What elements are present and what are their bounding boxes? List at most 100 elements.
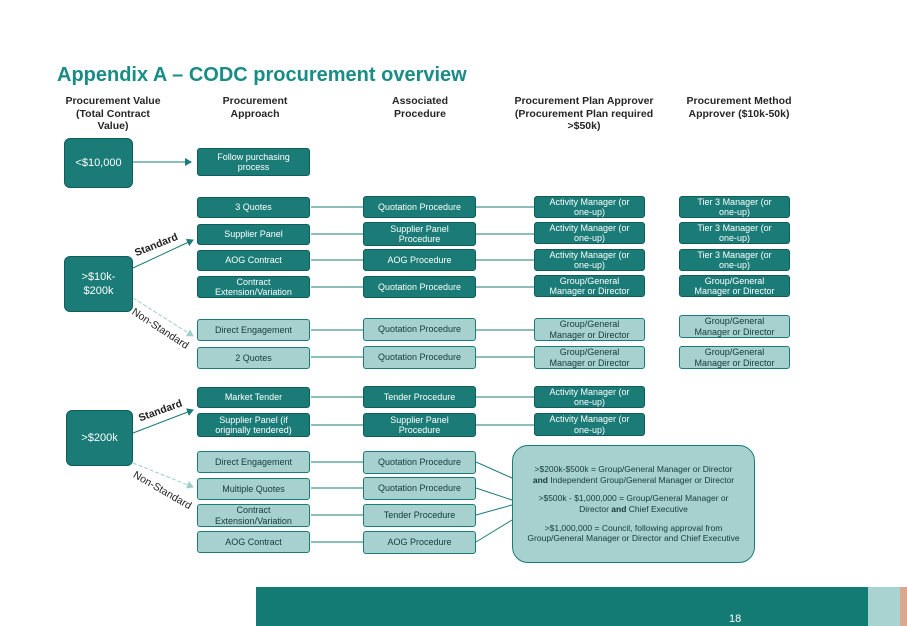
- arrow-line: [132, 462, 194, 489]
- note-line: >$500k - $1,000,000 = Group/General Mana…: [523, 493, 744, 514]
- box-line: process: [237, 162, 270, 172]
- header-procurement-approach: Procurement Approach: [200, 95, 310, 120]
- box-line: Tier 3 Manager (or: [697, 249, 772, 260]
- approval-thresholds-note: >$200k-$500k = Group/General Manager or …: [512, 445, 755, 563]
- box-line: AOG Procedure: [387, 537, 452, 548]
- box-line: Group/General: [559, 275, 620, 286]
- box-line: Quotation Procedure: [377, 457, 462, 468]
- box-line: Quotation Procedure: [377, 352, 462, 363]
- box-line: Group/General: [559, 347, 620, 357]
- box-line: Tier 3 Manager (or: [697, 196, 772, 207]
- box-line: Group/General: [704, 316, 765, 326]
- note-text: Independent Group/General Manager or Dir…: [547, 474, 735, 485]
- box-line: 2 Quotes: [235, 352, 272, 363]
- note-text: >$200k-$500k = Group/General Manager or …: [534, 464, 733, 475]
- approach-3-quotes: 3 Quotes: [197, 197, 310, 218]
- header-line: Procurement Plan Approver: [514, 95, 654, 107]
- box-line: Procedure: [398, 234, 441, 244]
- box-line: one-up): [718, 233, 750, 243]
- approach-aog-contract: AOG Contract: [197, 531, 310, 553]
- header-procurement-value: Procurement Value (Total Contract Value): [52, 95, 174, 133]
- procedure-tender: Tender Procedure: [363, 504, 476, 527]
- header-method-approver: Procurement Method Approver ($10k-50k): [674, 95, 804, 120]
- box-line: AOG Contract: [225, 536, 282, 547]
- box-line: Market Tender: [224, 392, 283, 403]
- procedure-aog: AOG Procedure: [363, 249, 476, 271]
- box-line: Extension/Variation: [215, 287, 292, 297]
- footer-bar: [256, 587, 868, 626]
- box-line: Manager or Director: [694, 286, 775, 296]
- footer-accent: [868, 587, 900, 626]
- procedure-quotation: Quotation Procedure: [363, 276, 476, 298]
- box-line: one-up): [718, 207, 750, 217]
- box-line: Quotation Procedure: [377, 281, 462, 292]
- value-box-under-10k: <$10,000: [64, 138, 133, 188]
- approach-direct-engagement: Direct Engagement: [197, 319, 310, 341]
- box-line: Manager or Director: [549, 357, 630, 368]
- procedure-quotation: Quotation Procedure: [363, 477, 476, 500]
- box-line: Extension/Variation: [215, 515, 292, 526]
- note-text: >$500k - $1,000,000 = Group/General Mana…: [538, 493, 729, 514]
- procedure-quotation: Quotation Procedure: [363, 318, 476, 341]
- box-line: Procedure: [398, 425, 441, 435]
- header-line: (Total Contract: [76, 107, 150, 120]
- box-line: Quotation Procedure: [377, 324, 462, 335]
- note-line: >$1,000,000 = Council, following approva…: [523, 523, 744, 544]
- footer-accent: [900, 587, 907, 626]
- box-line: one-up): [718, 260, 750, 270]
- approach-direct-engagement: Direct Engagement: [197, 451, 310, 473]
- note-bold: and: [611, 504, 627, 514]
- box-line: Tender Procedure: [383, 510, 456, 521]
- procedure-quotation: Quotation Procedure: [363, 451, 476, 474]
- box-line: Activity Manager (or: [549, 222, 630, 233]
- box-line: Manager or Director: [694, 357, 775, 368]
- header-line: Approach: [230, 107, 280, 120]
- box-line: Group/General: [704, 275, 765, 286]
- box-line: AOG Contract: [225, 255, 282, 266]
- note-text: Chief Executive: [626, 504, 688, 514]
- box-line: Manager or Director: [549, 329, 630, 340]
- box-line: Direct Engagement: [214, 456, 293, 467]
- box-line: 3 Quotes: [235, 202, 272, 213]
- row-line: [475, 461, 513, 479]
- box-line: Tier 3 Manager (or: [697, 222, 772, 233]
- box-line: one-up): [573, 397, 606, 407]
- header-line: Procurement Value: [65, 95, 161, 107]
- header-line: Approver ($10k-50k): [688, 107, 790, 120]
- box-line: Activity Manager (or: [549, 386, 630, 397]
- approach-market-tender: Market Tender: [197, 387, 310, 408]
- box-line: Activity Manager (or: [549, 249, 630, 260]
- arrow-line: [132, 238, 194, 269]
- value-box-10k-200k: >$10k-$200k: [64, 256, 133, 312]
- box-line: Contract: [236, 505, 271, 515]
- box-line: Direct Engagement: [214, 324, 293, 335]
- procedure-quotation: Quotation Procedure: [363, 196, 476, 218]
- row-line: [475, 504, 513, 516]
- header-associated-procedure: Associated Procedure: [364, 95, 476, 120]
- box-line: Manager or Director: [694, 326, 775, 337]
- approach-aog-contract: AOG Contract: [197, 250, 310, 271]
- note-line: >$200k-$500k = Group/General Manager or …: [523, 464, 744, 485]
- box-line: Activity Manager (or: [549, 196, 630, 207]
- approach-supplier-panel: Supplier Panel: [197, 224, 310, 245]
- box-line: Group/General: [704, 347, 765, 357]
- box-line: Manager or Director: [549, 286, 630, 296]
- box-line: one-up): [573, 424, 606, 435]
- box-line: Supplier Panel: [390, 223, 449, 234]
